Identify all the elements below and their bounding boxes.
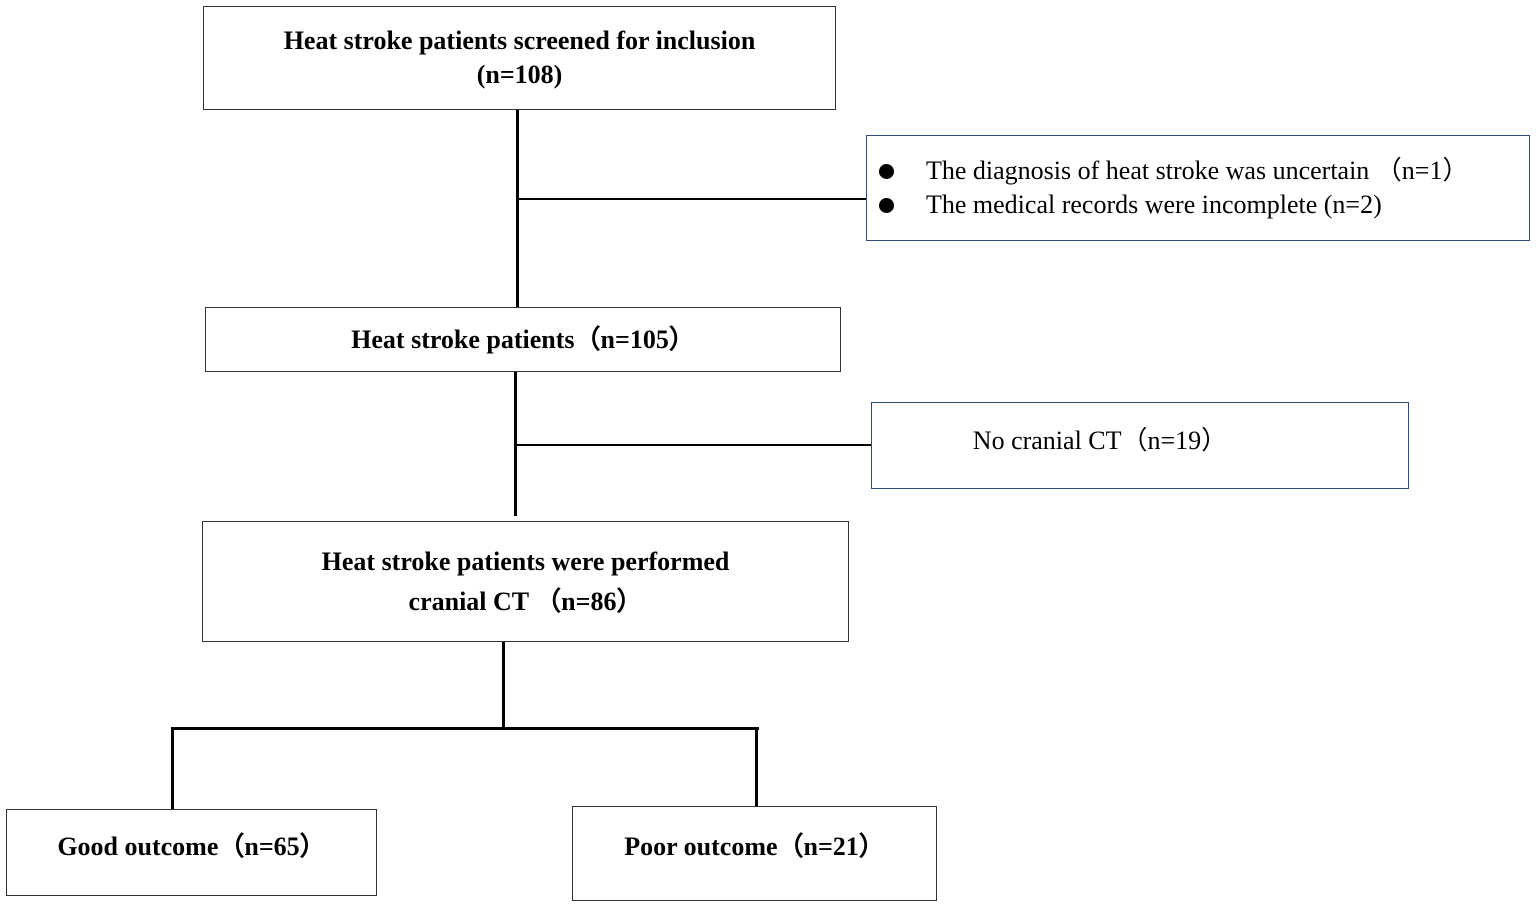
poor-outcome-box: Poor outcome（n=21） (572, 806, 937, 901)
bullet-icon (879, 163, 894, 179)
screened-count: (n=108) (476, 60, 563, 89)
connector-split-to-good (171, 727, 174, 811)
connector-performed-to-split (502, 640, 505, 729)
poor-outcome-label: Poor outcome（n=21） (624, 831, 885, 861)
exclusion2-label: No cranial CT（n=19） (972, 425, 1228, 455)
patients-box: Heat stroke patients（n=105） (205, 307, 841, 372)
good-outcome-box: Good outcome（n=65） (6, 809, 377, 896)
performed-ct-line2: cranial CT （n=86） (408, 586, 643, 616)
exclusion1-item-text: The medical records were incomplete (n=2… (926, 190, 1382, 219)
exclusion1-box: The diagnosis of heat stroke was uncerta… (866, 135, 1530, 241)
connector-screened-to-patients (516, 108, 519, 308)
connector-patients-to-performed (514, 371, 517, 516)
bullet-icon (879, 197, 894, 213)
exclusion1-item: The diagnosis of heat stroke was uncerta… (879, 154, 1468, 188)
screened-box: Heat stroke patients screened for inclus… (203, 6, 836, 110)
screened-title: Heat stroke patients screened for inclus… (283, 26, 756, 55)
connector-to-exclusion1 (518, 198, 868, 200)
performed-ct-line1: Heat stroke patients were performed (321, 546, 730, 576)
performed-ct-box: Heat stroke patients were performed cran… (202, 521, 849, 642)
exclusion1-item: The medical records were incomplete (n=2… (879, 188, 1468, 222)
exclusion1-item-text: The diagnosis of heat stroke was uncerta… (926, 156, 1469, 185)
patients-label: Heat stroke patients（n=105） (351, 324, 695, 354)
connector-split-to-poor (755, 727, 758, 808)
good-outcome-label: Good outcome（n=65） (57, 831, 326, 861)
exclusion2-box: No cranial CT（n=19） (871, 402, 1409, 489)
connector-to-exclusion2 (516, 444, 872, 446)
exclusion1-list: The diagnosis of heat stroke was uncerta… (879, 154, 1468, 222)
connector-split-horizontal (171, 727, 759, 730)
